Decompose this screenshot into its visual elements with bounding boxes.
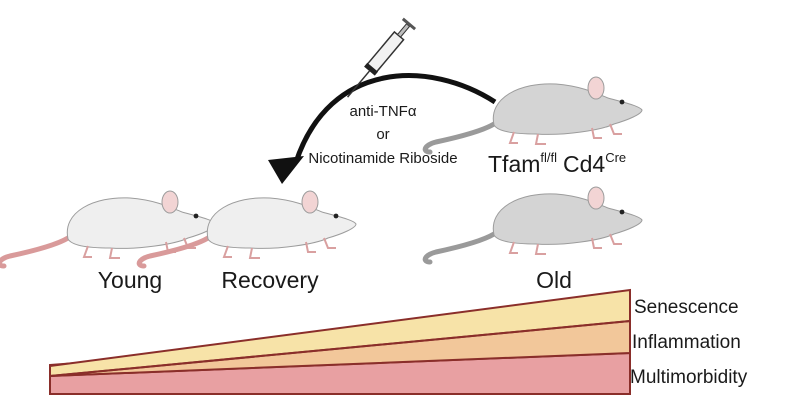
young-label: Young: [98, 267, 162, 293]
treatment-label-nicotinamide-riboside: Nicotinamide Riboside: [308, 150, 457, 167]
cd4-text: Cd4: [563, 151, 605, 177]
treatment-label-or: or: [376, 126, 389, 143]
recovery-label: Recovery: [221, 267, 319, 293]
inflammation-label: Inflammation: [632, 332, 741, 353]
old-mouse-icon: [425, 187, 642, 262]
old-label: Old: [536, 267, 572, 293]
severity-wedge: [49, 288, 631, 395]
syringe-icon: [346, 17, 417, 98]
senescence-label: Senescence: [634, 297, 739, 318]
young-mouse-icon: [0, 191, 216, 266]
tfam-text: Tfam: [488, 151, 540, 177]
treatment-label-anti-tnfa: anti-TNFα: [349, 103, 416, 120]
genotype-label: Tfamfl/fl Cd4Cre: [488, 150, 626, 177]
tfam-mouse-icon: [425, 77, 642, 152]
treatment-arrow: [268, 73, 497, 184]
tfam-superscript: fl/fl: [540, 150, 557, 165]
cd4-superscript: Cre: [605, 150, 626, 165]
multimorbidity-label: Multimorbidity: [630, 367, 748, 388]
